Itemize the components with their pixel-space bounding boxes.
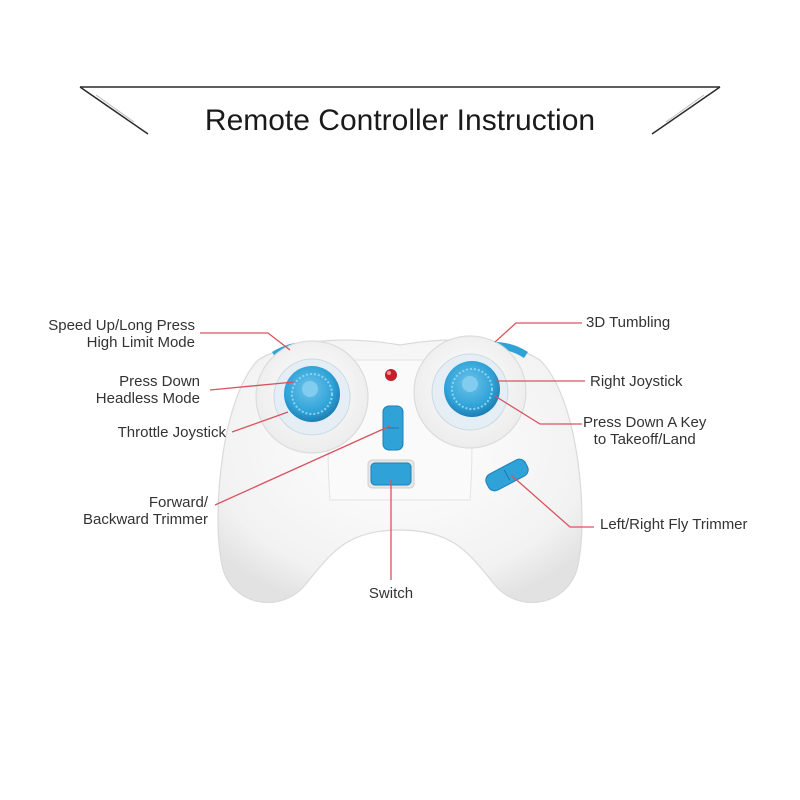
label-tumbling: 3D Tumbling [586,314,671,331]
leader-throttle [231,411,289,433]
leader-speed-up [200,332,291,351]
label-right-joy: Right Joystick [590,373,683,390]
label-takeoff: Press Down A Key to Takeoff/Land [583,414,707,448]
page-title: Remote Controller Instruction [204,104,596,137]
label-fb-trim: Forward/ Backward Trimmer [82,494,208,528]
leader-headless [209,381,295,391]
label-switch: Switch [368,585,414,602]
label-throttle: Throttle Joystick [117,424,226,441]
leader-lr-trim [510,474,594,528]
label-speed-up: Speed Up/Long Press High Limit Mode [48,317,195,351]
leader-tumbling [494,322,582,343]
leader-lines [200,322,594,580]
leader-fb-trim [214,425,391,506]
header-frame [79,86,721,135]
power-led [385,369,397,381]
leader-takeoff [494,395,582,425]
left-right-trimmer [485,458,529,492]
controller [217,335,583,603]
label-headless: Press Down Headless Mode [95,373,200,407]
label-lr-trim: Left/Right Fly Trimmer [600,516,748,533]
